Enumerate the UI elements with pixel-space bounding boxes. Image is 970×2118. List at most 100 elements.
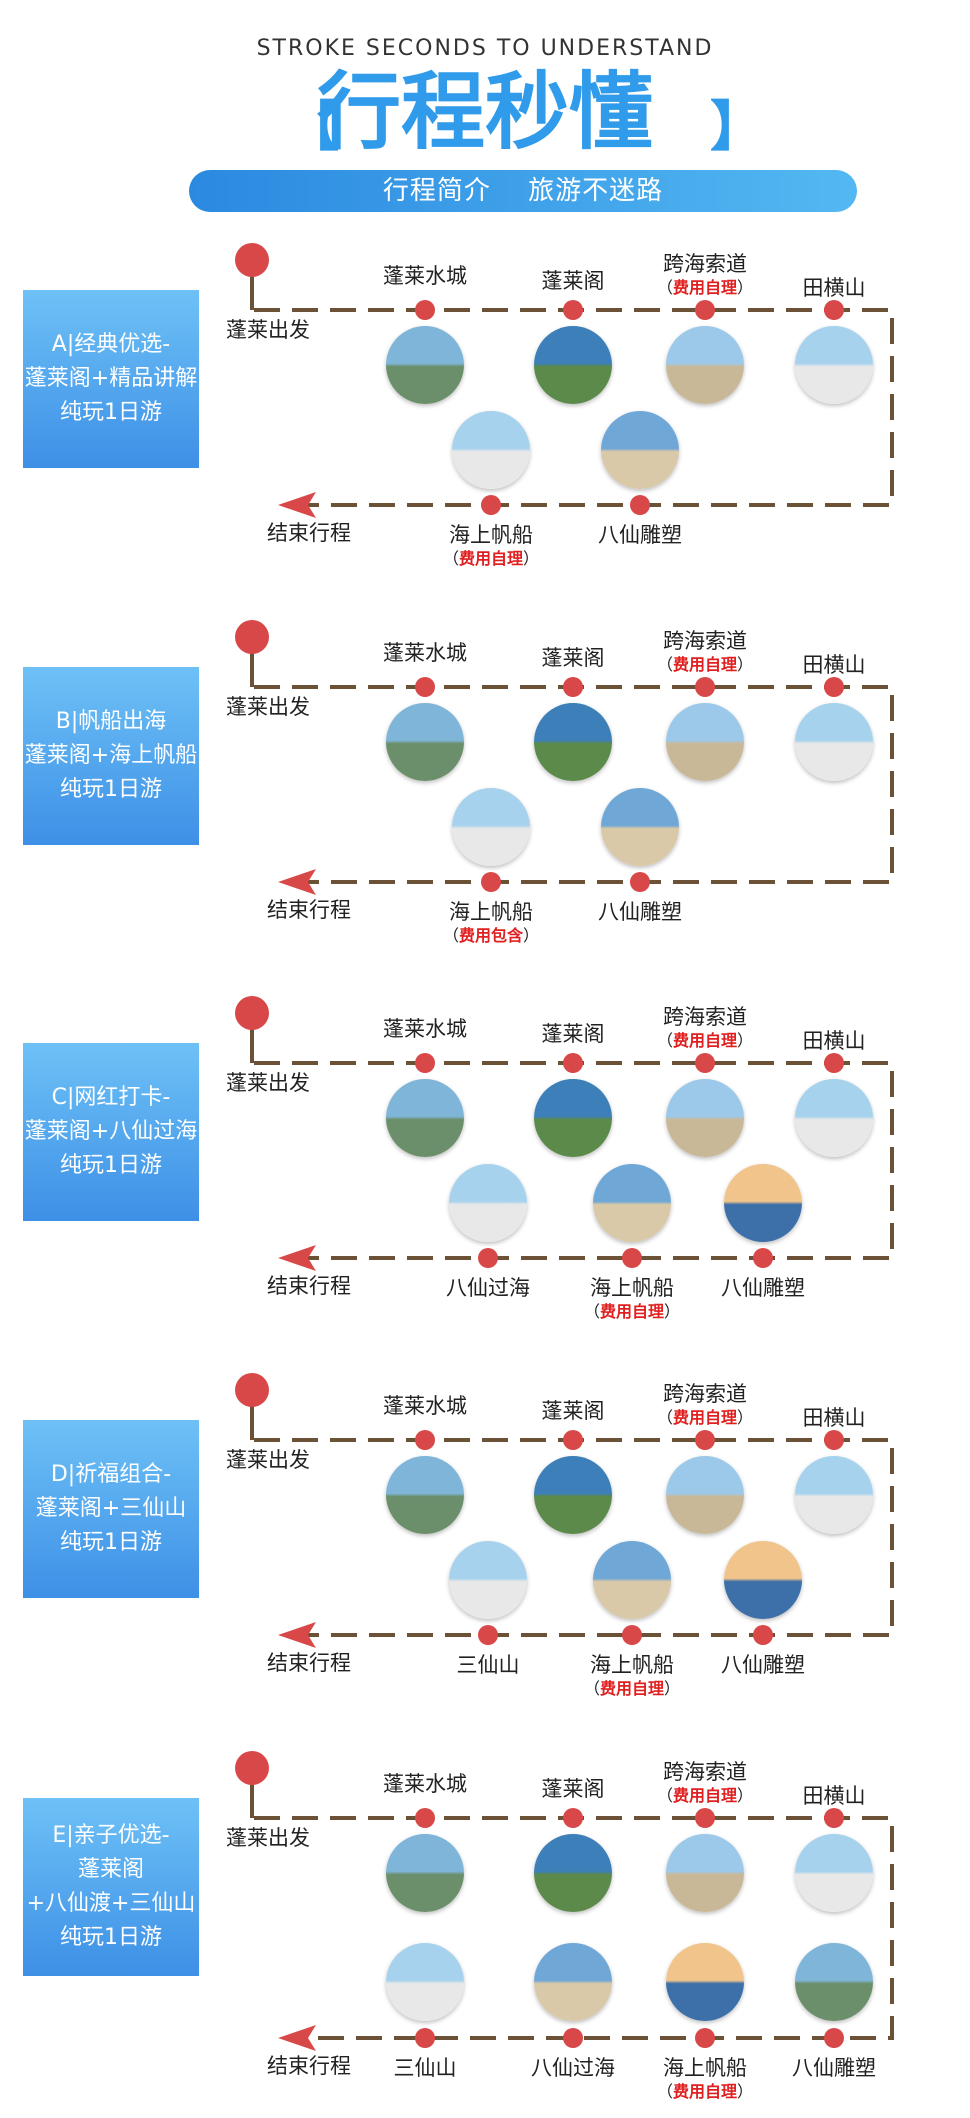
start-pin-icon	[235, 620, 269, 654]
attraction-photo	[534, 1079, 612, 1157]
route-node	[481, 872, 501, 892]
fee-note: （费用自理）	[584, 1298, 680, 1322]
end-arrow-icon	[278, 1622, 316, 1648]
route-label-line: B|帆船出海	[55, 709, 167, 734]
attraction-photo	[452, 411, 530, 489]
paren-right: ）	[523, 926, 540, 945]
paren-right: ）	[737, 278, 754, 297]
route-node	[478, 1248, 498, 1268]
top-stop-label: 跨海索道	[663, 252, 747, 276]
route-label-line: 纯玩1日游	[60, 1153, 162, 1178]
route-node	[824, 1430, 844, 1450]
route-label-box[interactable]: A|经典优选-蓬莱阁+精品讲解纯玩1日游	[23, 290, 199, 468]
fee-text: 费用包含	[458, 926, 524, 945]
attraction-photo	[593, 1164, 671, 1242]
attraction-photo	[601, 788, 679, 866]
attraction-photo	[795, 1943, 873, 2021]
route-label-line: A|经典优选-	[51, 332, 171, 357]
bottom-stop-label: 海上帆船	[590, 1653, 674, 1677]
fee-text: 费用自理	[672, 655, 738, 674]
paren-right: ）	[664, 1679, 681, 1698]
end-arrow-icon	[278, 492, 316, 518]
route-path	[235, 1751, 894, 2051]
fee-text: 费用自理	[672, 1031, 738, 1050]
paren-left: （	[442, 926, 459, 945]
route-node	[824, 300, 844, 320]
fee-text: 费用自理	[672, 278, 738, 297]
top-stop-label: 跨海索道	[663, 1760, 747, 1784]
paren-right: ）	[664, 1302, 681, 1321]
fee-note: （费用自理）	[657, 1782, 753, 1806]
fee-note: （费用自理）	[657, 274, 753, 298]
route-label-box[interactable]: D|祈福组合-蓬莱阁+三仙山纯玩1日游	[23, 1420, 199, 1598]
fee-note: （费用自理）	[657, 2078, 753, 2102]
route-node	[695, 1053, 715, 1073]
route-node	[622, 1625, 642, 1645]
route-node	[695, 1430, 715, 1450]
route-label-line: 纯玩1日游	[60, 777, 162, 802]
attraction-photo	[795, 1456, 873, 1534]
attraction-photo	[666, 1943, 744, 2021]
top-stop-label: 蓬莱阁	[541, 1777, 605, 1801]
route-node	[415, 1430, 435, 1450]
top-stop-label: 跨海索道	[663, 1005, 747, 1029]
bottom-stop-label: 海上帆船	[449, 900, 533, 924]
route-node	[563, 1430, 583, 1450]
attraction-photo	[795, 1079, 873, 1157]
top-stop-label: 田横山	[802, 276, 866, 300]
attraction-photo	[534, 703, 612, 781]
route-node	[630, 872, 650, 892]
attraction-photo	[449, 1164, 527, 1242]
attraction-photo	[666, 1834, 744, 1912]
route-label-line: 纯玩1日游	[60, 400, 162, 425]
paren-right: ）	[737, 655, 754, 674]
start-pin-icon	[235, 1373, 269, 1407]
page-title: 行程秒懂	[316, 63, 653, 161]
top-stop-label: 田横山	[802, 1784, 866, 1808]
top-stop-label: 跨海索道	[663, 1382, 747, 1406]
route-node	[824, 677, 844, 697]
attraction-photo	[534, 1834, 612, 1912]
route-label-line: 蓬莱阁+八仙过海	[24, 1119, 198, 1144]
fee-note: （费用自理）	[657, 1027, 753, 1051]
route-node	[478, 1625, 498, 1645]
paren-left: （	[656, 1786, 673, 1805]
attraction-photo	[724, 1164, 802, 1242]
attraction-photo	[386, 1079, 464, 1157]
fee-text: 费用自理	[672, 1786, 738, 1805]
fee-note: （费用包含）	[443, 922, 539, 946]
route-path	[235, 996, 894, 1271]
top-stop-label: 蓬莱阁	[541, 269, 605, 293]
end-label: 结束行程	[267, 521, 351, 545]
bottom-stop-label: 八仙过海	[531, 2056, 615, 2080]
route-section: E|亲子优选-蓬莱阁+八仙渡+三仙山纯玩1日游蓬莱出发结束行程蓬莱水城蓬莱阁跨海…	[0, 1738, 970, 2118]
paren-right: ）	[737, 2082, 754, 2101]
start-label: 蓬莱出发	[226, 695, 310, 719]
route-label-box[interactable]: C|网红打卡-蓬莱阁+八仙过海纯玩1日游	[23, 1043, 199, 1221]
top-stop-label: 蓬莱阁	[541, 646, 605, 670]
route-node	[415, 300, 435, 320]
bottom-stop-label: 八仙雕塑	[598, 900, 682, 924]
end-label: 结束行程	[267, 1651, 351, 1675]
attraction-photo	[795, 326, 873, 404]
route-path	[235, 620, 894, 895]
banner-right-text: 旅游不迷路	[528, 176, 664, 206]
fee-note: （费用自理）	[443, 545, 539, 569]
bottom-stop-label: 海上帆船	[663, 2056, 747, 2080]
attraction-photo	[449, 1541, 527, 1619]
end-arrow-icon	[278, 869, 316, 895]
route-node	[824, 1053, 844, 1073]
route-label-box[interactable]: B|帆船出海蓬莱阁+海上帆船纯玩1日游	[23, 667, 199, 845]
paren-left: （	[656, 1031, 673, 1050]
paren-right: ）	[737, 1031, 754, 1050]
attraction-photo	[534, 1943, 612, 2021]
bottom-stop-label: 八仙过海	[446, 1276, 530, 1300]
fee-text: 费用自理	[458, 549, 524, 568]
route-node	[622, 1248, 642, 1268]
paren-right: ）	[737, 1408, 754, 1427]
route-node	[563, 300, 583, 320]
route-label-box[interactable]: E|亲子优选-蓬莱阁+八仙渡+三仙山纯玩1日游	[23, 1798, 199, 1976]
paren-left: （	[656, 2082, 673, 2101]
attraction-photo	[534, 1456, 612, 1534]
route-node	[824, 1808, 844, 1828]
